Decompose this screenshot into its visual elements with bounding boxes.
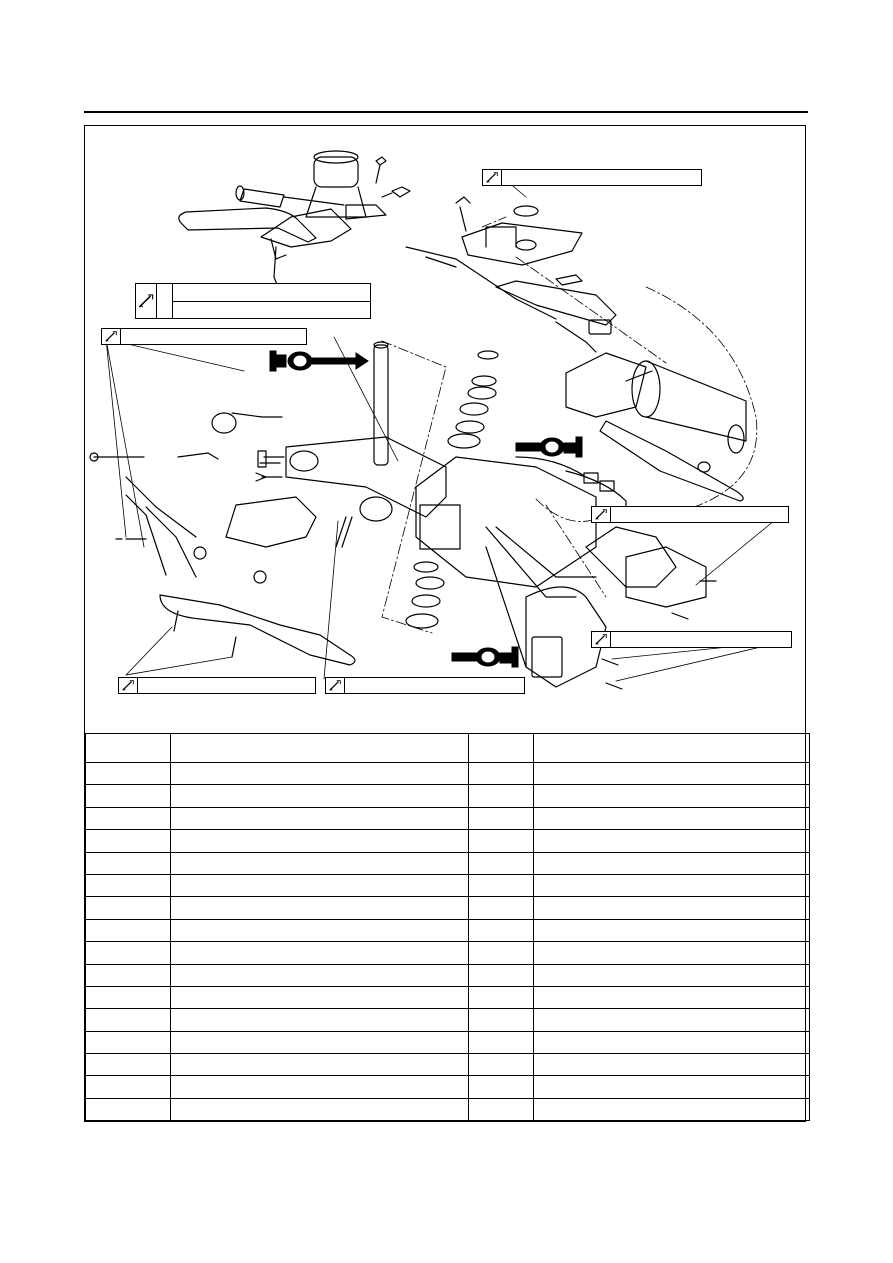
- tool-callouts: [269, 350, 583, 668]
- table-row: [85, 941, 810, 965]
- wrench-icon: [592, 507, 611, 522]
- table-header-row: [85, 733, 810, 763]
- torque-box-bottom-left: [118, 677, 316, 694]
- torque-box-right-middle: [591, 506, 789, 523]
- exploded-diagram: [89, 150, 787, 690]
- table-row: [85, 918, 810, 943]
- torque-box-top-right: [482, 169, 702, 186]
- wrench-icon: [102, 329, 121, 344]
- cowling-bracket: [125, 476, 356, 666]
- header-rule: [84, 111, 808, 113]
- bolts: [89, 450, 717, 690]
- special-tool-middle: [515, 436, 583, 458]
- frame-head: [415, 456, 597, 668]
- wrench-icon: [326, 678, 345, 693]
- left-handlebar-assembly: [178, 150, 387, 288]
- table-row: [85, 806, 810, 831]
- phantom-lines: [381, 216, 758, 634]
- table-row: [85, 1097, 810, 1122]
- table-row: [85, 829, 810, 853]
- table-row: [85, 985, 810, 1010]
- page-frame: [84, 125, 806, 1122]
- steering-stem: [255, 341, 447, 522]
- master-cylinder-screws: [375, 156, 411, 198]
- table-row: [85, 1008, 810, 1032]
- torque-box-left: [101, 328, 307, 345]
- special-tool-top: [269, 350, 369, 372]
- wrench-icon: [592, 632, 611, 647]
- table-row: [85, 963, 810, 987]
- table-row: [85, 784, 810, 808]
- table-row: [85, 1075, 810, 1099]
- upper-bracket: [405, 196, 617, 353]
- special-tool-bottom: [451, 646, 519, 668]
- table-row: [85, 873, 810, 898]
- wrench-icon: [136, 284, 157, 318]
- wrench-icon: [119, 678, 138, 693]
- torque-box-right-lower: [591, 631, 792, 648]
- table-row: [85, 851, 810, 875]
- torque-box-bottom-middle: [325, 677, 525, 694]
- table-row: [85, 761, 810, 786]
- parts-table: [85, 733, 810, 1122]
- table-row: [85, 1030, 810, 1055]
- switch-unit: [125, 412, 283, 576]
- wrench-icon: [483, 170, 502, 185]
- right-handlebar-assembly: [565, 352, 747, 502]
- leader-lines: [105, 176, 787, 682]
- meter-bracket: [625, 546, 707, 608]
- table-row: [85, 896, 810, 920]
- table-row: [85, 1053, 810, 1077]
- torque-box-upper-left: [135, 283, 371, 319]
- bearing-stack: [405, 350, 499, 629]
